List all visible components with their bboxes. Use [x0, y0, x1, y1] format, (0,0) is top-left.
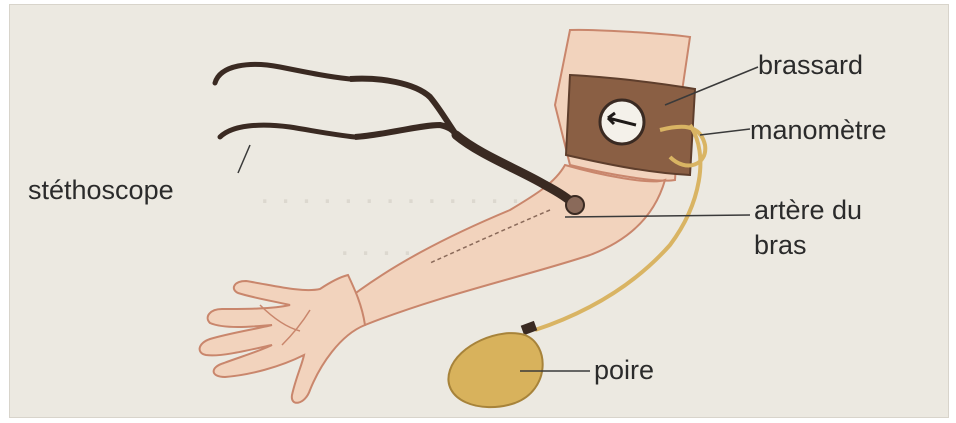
label-stethoscope: stéthoscope: [28, 175, 174, 205]
label-manometer: manomètre: [750, 115, 887, 145]
leader-stethoscope: [238, 145, 250, 173]
stethoscope-binaural-2: [355, 125, 456, 137]
forearm: [340, 165, 665, 325]
hand: [200, 275, 365, 403]
label-cuff: brassard: [758, 50, 863, 80]
label-artery-line2: bras: [754, 230, 807, 260]
label-bulb: poire: [594, 355, 654, 385]
stethoscope-tube: [456, 135, 575, 205]
bulb-valve: [521, 321, 538, 335]
label-artery-line1: artère du: [754, 195, 862, 225]
leader-manometer: [700, 129, 750, 135]
diagram-frame: . . . . . . . . . . . . . . . . . . . . …: [9, 4, 949, 418]
bulb: [448, 333, 542, 407]
stethoscope-earpiece-bottom: [220, 125, 355, 137]
stethoscope-earpiece-top: [215, 64, 350, 83]
stethoscope-chestpiece: [566, 196, 584, 214]
